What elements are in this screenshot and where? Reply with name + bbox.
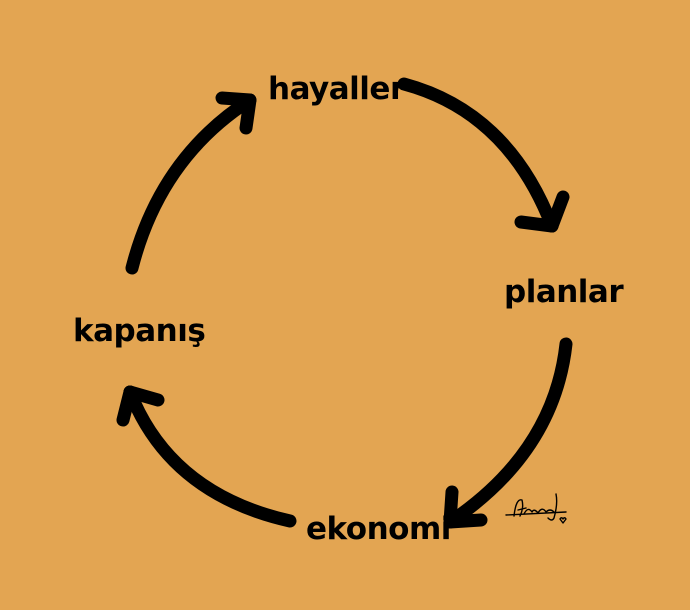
handwritten-signature-with-heart-icon (505, 493, 567, 524)
node-label-ekonomi: ekonomi (306, 511, 451, 547)
arrow-hayaller-to-planlar (397, 77, 570, 233)
node-label-kapanis: kapanış (73, 313, 206, 349)
arrow-planlar-to-ekonomi (443, 337, 573, 529)
node-label-hayaller: hayaller (268, 71, 405, 107)
arrow-ekonomi-to-kapanis (116, 385, 297, 528)
node-label-planlar: planlar (504, 274, 624, 310)
arrow-kapanis-to-hayaller (125, 91, 257, 275)
